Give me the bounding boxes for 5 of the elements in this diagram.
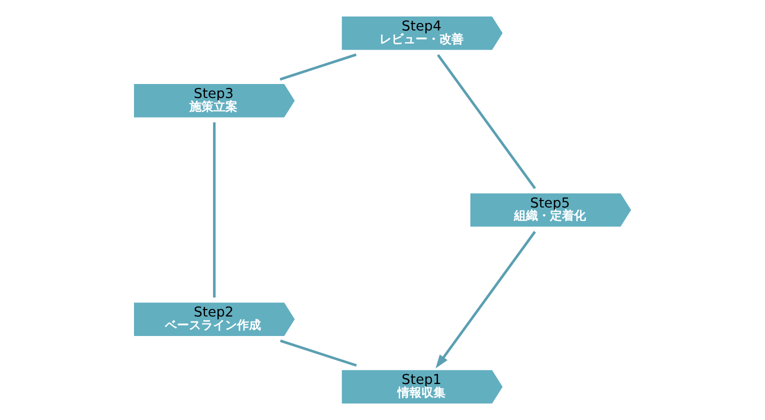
connector: [280, 340, 357, 367]
connector: [280, 53, 357, 81]
connector: [436, 54, 536, 190]
arrow: [436, 230, 536, 368]
connector: [213, 122, 216, 298]
